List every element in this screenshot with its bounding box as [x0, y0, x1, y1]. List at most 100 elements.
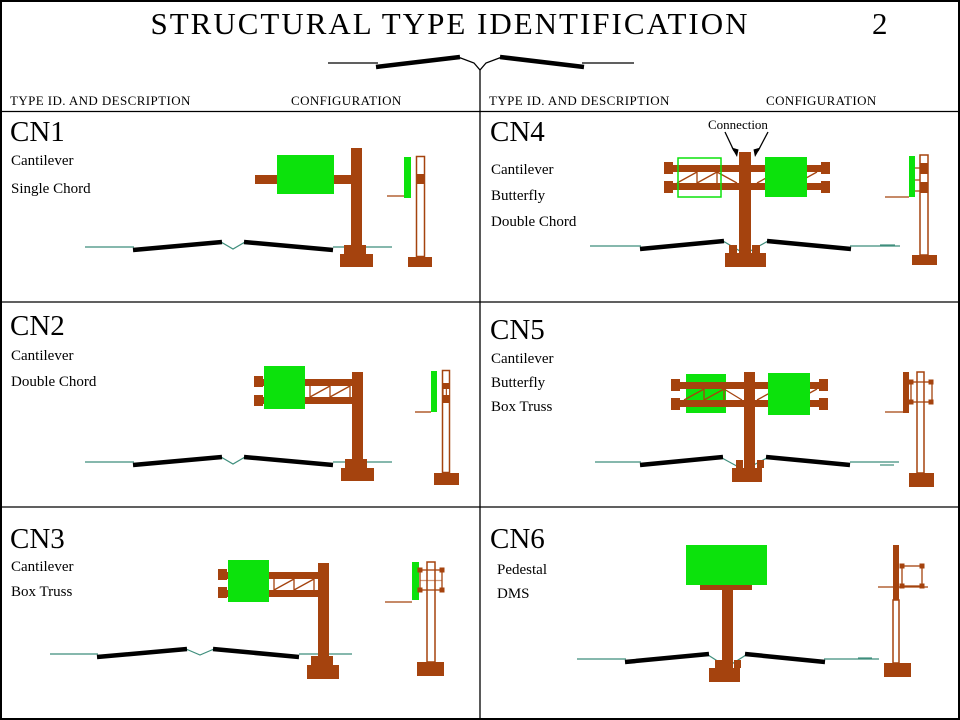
cn6-base	[709, 660, 741, 682]
cn1-side-post	[415, 155, 426, 258]
cn1-post	[351, 148, 362, 254]
cn6-side-base	[884, 663, 911, 677]
cn5-diagram	[595, 371, 934, 487]
cn6-dms-sign	[686, 545, 767, 585]
cn5-box-truss-section	[908, 379, 934, 405]
cn3-road-crown	[50, 646, 352, 660]
type-desc-line: Cantilever	[11, 348, 74, 364]
column-header-type-right: TYPE ID. AND DESCRIPTION	[489, 93, 670, 108]
page-number: 2	[872, 6, 888, 41]
type-desc-line: Box Truss	[11, 584, 73, 600]
cn2-diagram	[85, 366, 459, 485]
cn3-bottom-chord	[222, 590, 320, 597]
cn6-pedestal-post	[722, 590, 733, 668]
cn5-sign-right	[768, 373, 810, 415]
cn4-front-view	[664, 152, 830, 267]
cn5-sign-left	[686, 374, 726, 413]
cn2-post	[352, 372, 363, 468]
cn3-truss-diagonals	[273, 578, 315, 591]
cn4-post	[739, 152, 751, 253]
cn6-front-view	[686, 545, 767, 682]
cell-cn4: CN4 Cantilever Butterfly Double Chord Co…	[480, 112, 958, 302]
type-desc-line: Butterfly	[491, 188, 546, 204]
cn3-top-chord	[222, 572, 320, 579]
type-id: CN4	[490, 116, 545, 148]
cn4-side-sign	[909, 156, 915, 197]
cn3-sign	[228, 560, 269, 602]
cn4-base	[725, 245, 766, 267]
connection-label: Connection	[708, 117, 768, 132]
cn6-side-post	[892, 599, 900, 664]
cn5-base	[732, 460, 764, 482]
cn6-sign-support	[700, 585, 752, 590]
cn4-sign	[765, 157, 807, 197]
cn4-sign-outline	[677, 157, 722, 198]
cn1-side-base	[408, 257, 432, 267]
cn1-side-view	[387, 155, 432, 267]
cn5-side-sign	[903, 372, 909, 413]
type-desc-line: Pedestal	[497, 562, 547, 578]
cn3-side-base	[417, 662, 444, 676]
cn6-diagram	[577, 545, 928, 682]
cn3-diagram	[50, 560, 445, 679]
cn2-sign	[264, 366, 305, 409]
cn5-side-post	[916, 371, 925, 474]
cn3-front-view	[218, 560, 339, 679]
cn2-side-base	[434, 473, 459, 485]
cn2-side-view	[415, 369, 459, 485]
cn3-post	[318, 563, 329, 665]
cell-cn5: CN5 Cantilever Butterfly Box Truss	[480, 302, 958, 507]
cn2-side-sign	[431, 371, 437, 412]
cn4-side-base	[912, 255, 937, 265]
cn3-base	[307, 656, 339, 679]
type-desc-line: Double Chord	[11, 374, 97, 390]
type-id: CN5	[490, 314, 545, 346]
column-header-type-left: TYPE ID. AND DESCRIPTION	[10, 93, 191, 108]
cn6-side-sign	[893, 545, 899, 600]
type-desc-line: Single Chord	[11, 181, 91, 197]
cn1-sign	[277, 155, 334, 194]
cn2-bottom-chord	[258, 397, 357, 404]
cn4-connection-arrows	[724, 131, 769, 157]
cn1-base	[340, 245, 373, 267]
cn5-front-view	[671, 372, 828, 482]
type-desc-line: Cantilever	[11, 153, 74, 169]
type-desc-line: Cantilever	[491, 351, 554, 367]
cn2-side-post	[441, 369, 451, 474]
type-id: CN3	[10, 523, 65, 555]
cn5-side-base	[909, 473, 934, 487]
type-desc-line: Cantilever	[491, 162, 554, 178]
cn3-side-post	[426, 561, 436, 663]
type-id: CN1	[10, 116, 65, 148]
type-id: CN6	[490, 523, 545, 555]
column-header-config-right: CONFIGURATION	[766, 93, 877, 108]
cn4-diagram	[590, 131, 937, 267]
cn1-diagram	[85, 148, 432, 267]
cn6-road-crown	[577, 651, 879, 668]
type-desc-line: Cantilever	[11, 559, 74, 575]
type-desc-line: Box Truss	[491, 399, 553, 415]
cn2-base	[341, 459, 374, 481]
cn5-post	[744, 372, 755, 468]
type-desc-line: Butterfly	[491, 375, 546, 391]
type-desc-line: DMS	[497, 586, 530, 602]
cell-cn3: CN3 Cantilever Box Truss	[0, 507, 479, 718]
cn2-truss-diagonals	[309, 385, 351, 398]
cn1-side-sign	[404, 157, 411, 198]
cn2-top-chord	[258, 379, 357, 386]
cn5-side-view	[880, 371, 934, 487]
cn1-road-crown	[85, 239, 392, 253]
cn1-front-view	[255, 148, 373, 267]
type-desc-line: Double Chord	[491, 214, 577, 230]
cell-cn2: CN2 Cantilever Double Chord	[0, 302, 479, 507]
cn3-box-truss-section	[417, 567, 445, 593]
page-title: STRUCTURAL TYPE IDENTIFICATION	[150, 6, 750, 41]
cell-cn6: CN6 Pedestal DMS	[480, 507, 958, 718]
cn3-side-view	[385, 561, 445, 676]
cell-cn1: CN1 Cantilever Single Chord	[0, 112, 479, 302]
cn6-side-view	[858, 545, 928, 677]
type-id: CN2	[10, 310, 65, 342]
cn4-side-view	[880, 154, 937, 265]
